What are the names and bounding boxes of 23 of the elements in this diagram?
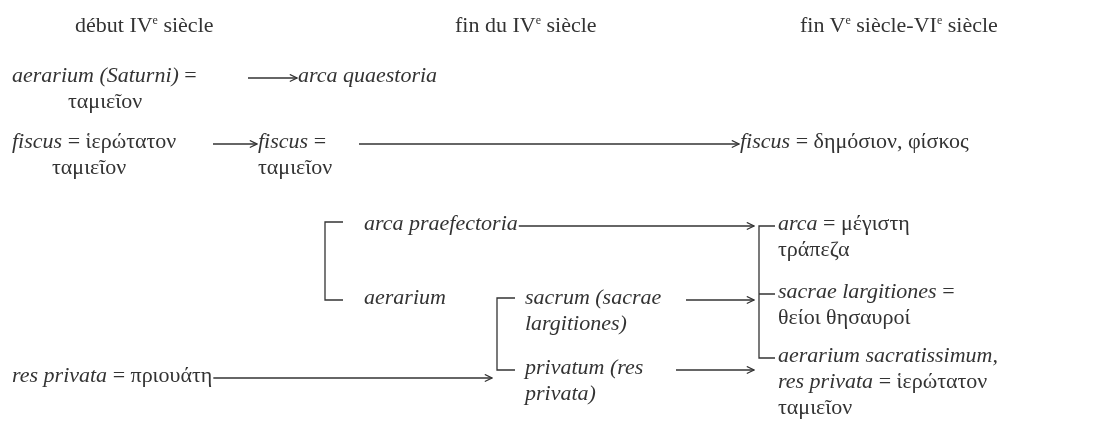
term-text: res privata = πριουάτη: [12, 362, 213, 388]
term-text: fiscus = ταμιεῖον: [258, 128, 358, 180]
arrow: [212, 373, 493, 383]
arrow: [518, 221, 755, 231]
term-text: privatum (res privata): [493, 354, 675, 406]
term-text: aerarium sacratissimum, res privata = ἱερώτατον ταμιεῖον: [755, 342, 1018, 420]
term-text: sacrum (sacrae largitiones): [493, 284, 685, 336]
term-text: fiscus = δημόσιον, φίσκος: [740, 128, 969, 154]
term-text: fiscus = ἱερώτατον ταμιεῖον: [12, 128, 212, 180]
column-heading: fin V$^{e}$ siècle-VI$^{e}$ siècle: [800, 11, 998, 38]
term-text: sacrae largitiones = θείοι θησαυροί: [755, 278, 995, 330]
column-heading: début IV$^{e}$ siècle: [75, 11, 214, 38]
arrow: [247, 73, 298, 83]
term-text: aerarium (Saturni) = ταμιεῖον: [12, 62, 247, 114]
arrow: [685, 295, 755, 305]
arrow: [675, 365, 755, 375]
column-heading: fin du IV$^{e}$ siècle: [455, 11, 597, 38]
term-text: arca quaestoria: [298, 62, 438, 88]
term-text: aerarium: [364, 284, 446, 310]
term-text: arca = μέγιστη τράπεζα: [755, 210, 955, 262]
arrow: [358, 139, 740, 149]
term-text: arca praefectoria: [364, 210, 518, 236]
arrow: [212, 139, 258, 149]
